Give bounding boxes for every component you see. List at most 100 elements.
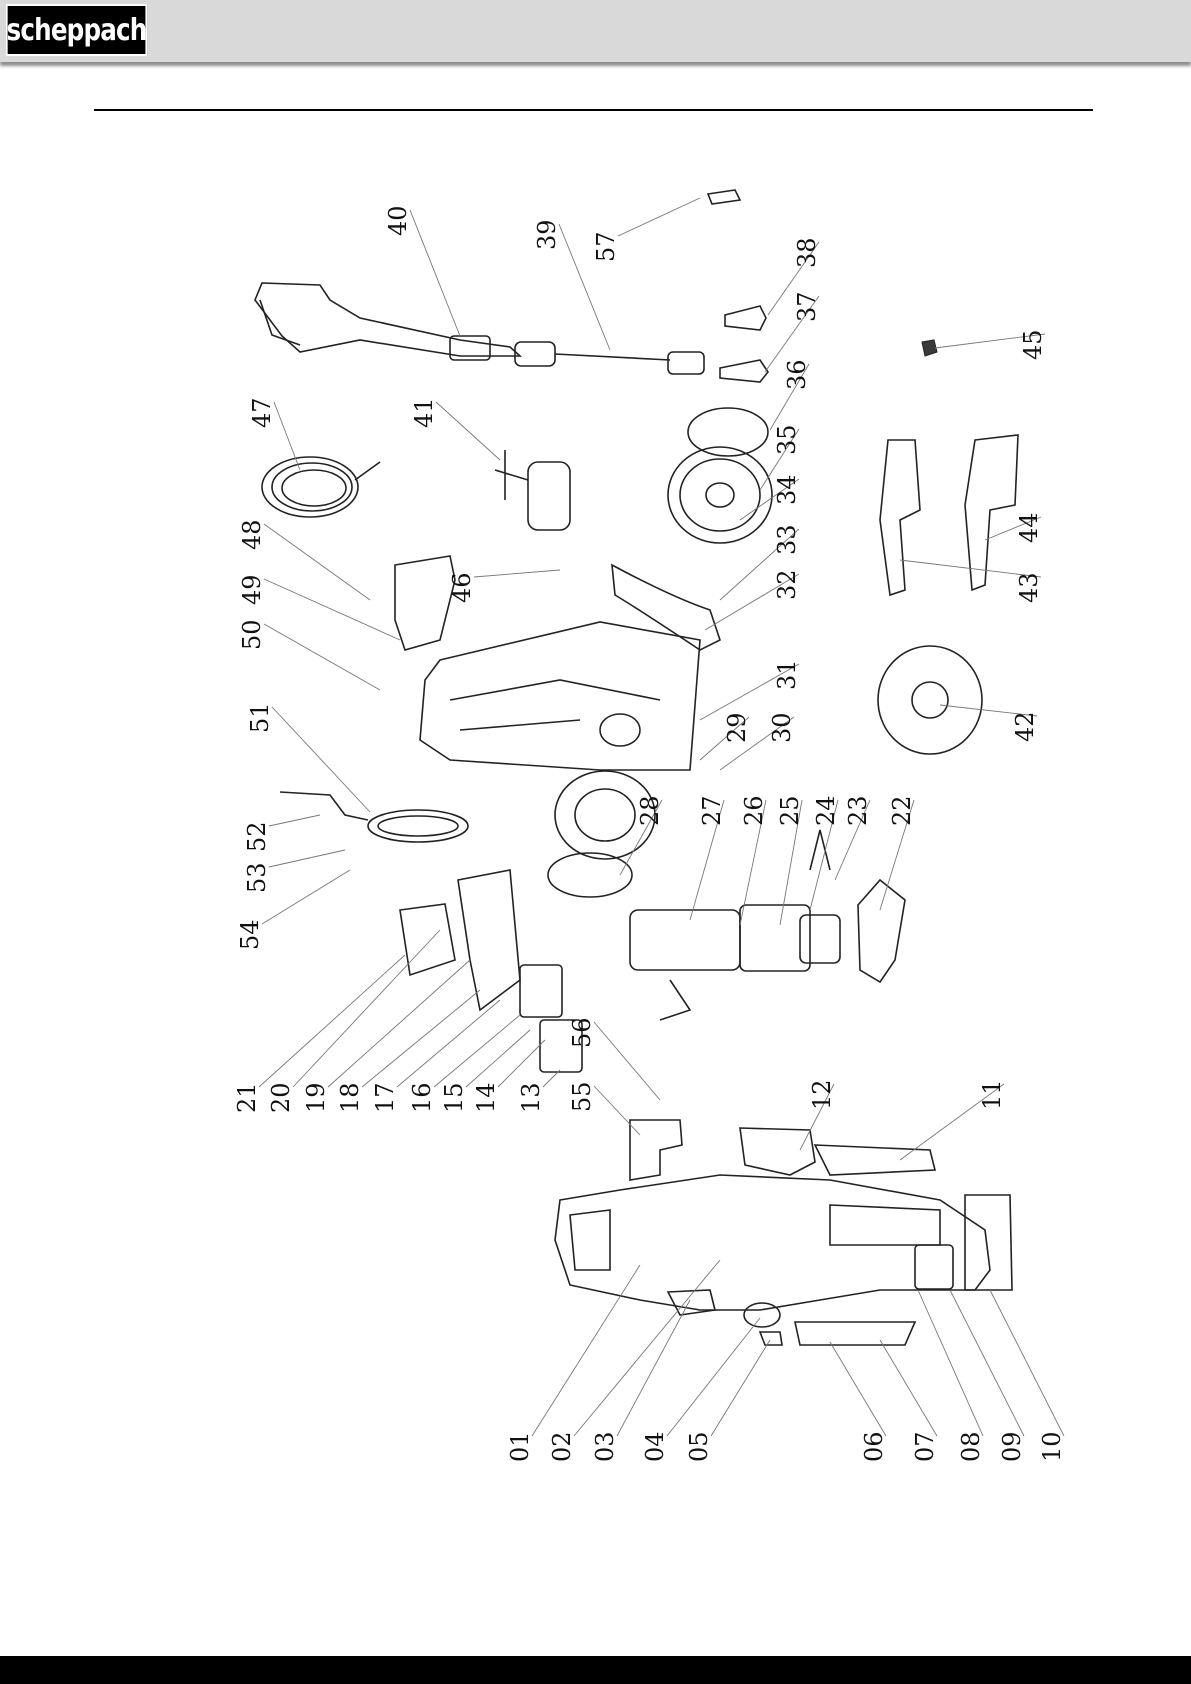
part-label-04: 04: [641, 1431, 669, 1462]
leader-17: [397, 1000, 500, 1087]
leader-50: [264, 624, 380, 690]
page-footer: [0, 1656, 1191, 1684]
leader-19: [328, 960, 470, 1087]
part-label-51: 51: [246, 702, 274, 733]
part-label-45: 45: [1019, 329, 1047, 360]
part-label-52: 52: [243, 821, 271, 852]
leader-41: [436, 402, 500, 460]
lance-tube: [515, 342, 704, 374]
main-housing: [555, 1175, 1012, 1310]
part-label-31: 31: [773, 659, 801, 690]
leader-48: [264, 524, 370, 600]
part-label-49: 49: [238, 574, 266, 605]
fitting-45: [922, 340, 937, 356]
part-label-37: 37: [793, 291, 821, 322]
part-label-57: 57: [592, 231, 620, 262]
wheel-cap-36: [688, 408, 768, 456]
part-label-01: 01: [506, 1431, 534, 1462]
vent-11: [815, 1145, 935, 1175]
part-label-17: 17: [371, 1082, 399, 1113]
part-label-29: 29: [723, 712, 751, 743]
leader-52: [269, 815, 320, 826]
part-label-06: 06: [860, 1431, 888, 1462]
part-label-26: 26: [740, 795, 768, 826]
nozzle-38: [725, 306, 766, 330]
part-label-33: 33: [773, 524, 801, 555]
leader-08: [918, 1290, 983, 1436]
leader-16: [434, 1015, 520, 1087]
handle-12: [740, 1128, 815, 1175]
nozzle-37: [720, 360, 768, 382]
part-label-41: 41: [410, 397, 438, 428]
part-label-53: 53: [243, 862, 271, 893]
brush-44: [965, 435, 1018, 590]
part-label-38: 38: [793, 237, 821, 268]
leader-57: [618, 198, 700, 236]
leader-07: [880, 1340, 937, 1436]
part-label-14: 14: [472, 1082, 500, 1113]
leader-09: [950, 1290, 1024, 1436]
motor-pump: [630, 830, 840, 1020]
main-frame: [420, 622, 700, 770]
leader-10: [990, 1290, 1064, 1436]
part-label-50: 50: [238, 619, 266, 650]
part-label-22: 22: [888, 795, 916, 826]
leader-04: [667, 1318, 760, 1436]
wheel-cap-28: [548, 853, 632, 897]
cover-49: [395, 556, 455, 650]
part-04: [744, 1303, 780, 1327]
part-label-42: 42: [1011, 711, 1039, 742]
leader-20: [293, 930, 440, 1087]
part-label-36: 36: [783, 359, 811, 390]
part-label-12: 12: [808, 1079, 836, 1110]
part-label-32: 32: [773, 569, 801, 600]
leader-49: [264, 579, 400, 640]
part-label-47: 47: [248, 397, 276, 428]
brush-43: [880, 440, 920, 595]
part-label-56: 56: [568, 1017, 596, 1048]
part-label-15: 15: [440, 1082, 468, 1113]
part-label-48: 48: [238, 519, 266, 550]
part-label-21: 21: [233, 1082, 261, 1113]
part-label-24: 24: [812, 795, 840, 826]
part-label-54: 54: [236, 919, 264, 950]
leader-02: [574, 1260, 720, 1436]
part-label-46: 46: [448, 572, 476, 603]
part-06-07: [795, 1322, 915, 1345]
power-cable: [280, 792, 468, 842]
leader-40: [410, 210, 460, 336]
clip-57: [708, 190, 740, 204]
leader-21: [259, 955, 405, 1087]
part-label-30: 30: [768, 712, 796, 743]
inlet-box: [400, 870, 520, 1010]
part-label-55: 55: [568, 1081, 596, 1112]
leader-46: [474, 570, 560, 577]
leader-18: [362, 990, 480, 1087]
part-label-44: 44: [1015, 512, 1043, 543]
part-label-07: 07: [911, 1431, 939, 1462]
base-plate: [858, 880, 905, 982]
hose-coil: [262, 457, 380, 517]
leader-51: [272, 707, 370, 812]
part-label-27: 27: [698, 795, 726, 826]
hose-reel: [878, 646, 982, 754]
part-05: [760, 1332, 782, 1345]
part-label-34: 34: [773, 474, 801, 505]
leader-56: [594, 1022, 660, 1100]
part-label-16: 16: [408, 1082, 436, 1113]
parts-drawing: [255, 190, 1018, 1345]
part-label-11: 11: [978, 1079, 1006, 1110]
part-label-10: 10: [1038, 1431, 1066, 1462]
leader-06: [830, 1342, 886, 1436]
part-label-35: 35: [773, 424, 801, 455]
handle-33: [612, 565, 720, 650]
leader-14: [498, 1040, 545, 1087]
part-label-40: 40: [384, 205, 412, 236]
part-label-03: 03: [591, 1431, 619, 1462]
wheel-35: [668, 447, 772, 543]
part-label-25: 25: [776, 795, 804, 826]
spray-gun: [255, 283, 520, 360]
leader-05: [711, 1340, 770, 1436]
leader-53: [269, 850, 345, 867]
